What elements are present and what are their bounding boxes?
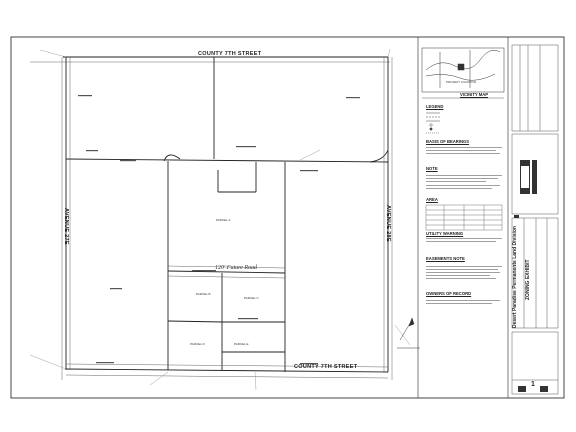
west-avenue-label: AVENUE 27E <box>63 208 69 245</box>
area-heading: AREA <box>426 197 438 202</box>
parcel-label: PARCEL A <box>216 218 231 222</box>
parcel-label: PARCEL E <box>234 342 249 346</box>
project-title: Desert Paradise Permanente Land Division <box>512 226 518 328</box>
east-avenue-label: AVENUE 28E <box>385 205 391 242</box>
future-road-note: 120' Future Road <box>215 265 258 271</box>
project-location-label: PROJECT LOCATION <box>446 80 476 84</box>
sheet-number: 1 <box>531 381 535 388</box>
utility-warning-heading: UTILITY WARNING <box>426 231 464 236</box>
parcel-label: PARCEL C <box>244 296 259 300</box>
owners-of-record-heading: OWNERS OF RECORD <box>426 291 472 296</box>
basis-of-bearings-heading: BASIS OF BEARINGS <box>426 139 470 144</box>
parcel-label: PARCEL B <box>196 292 211 296</box>
exhibit-subtitle: ZONING EXHIBIT <box>525 259 531 300</box>
easements-note-heading: EASEMENTS NOTE <box>426 256 465 261</box>
south-street-label: COUNTY 7TH STREET <box>294 364 358 370</box>
parcel-label: PARCEL D <box>190 342 205 346</box>
legend-heading: LEGEND <box>426 104 444 109</box>
note-heading: NOTE <box>426 166 438 171</box>
vicinity-map-title: VICINITY MAP <box>460 92 489 97</box>
north-street-label: COUNTY 7TH STREET <box>198 51 262 57</box>
